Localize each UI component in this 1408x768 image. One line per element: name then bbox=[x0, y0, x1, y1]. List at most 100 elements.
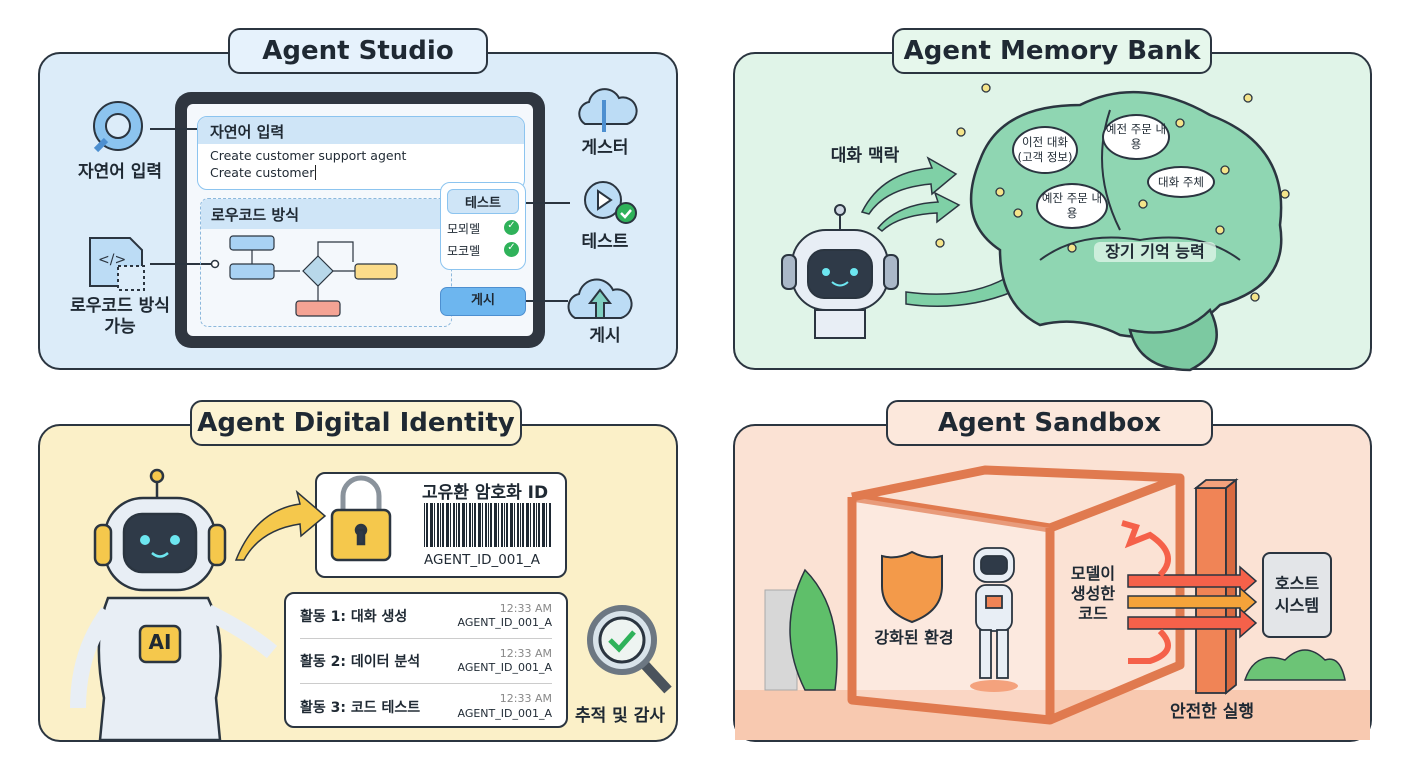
magnifier-check-icon bbox=[587, 605, 672, 694]
barcode bbox=[424, 503, 551, 547]
context-label: 대화 맥락 bbox=[830, 146, 900, 166]
barcode-bar bbox=[514, 503, 515, 547]
barcode-bar bbox=[501, 503, 503, 547]
activity-agent-id: AGENT_ID_001_A bbox=[457, 616, 553, 629]
long-term-memory-label: 장기 기억 능력 bbox=[1094, 242, 1216, 262]
barcode-bar bbox=[466, 503, 467, 547]
lowcode-flowchart bbox=[229, 235, 398, 317]
barcode-bar bbox=[472, 503, 473, 547]
crypto-id-code: AGENT_ID_001_A bbox=[424, 552, 540, 568]
agent-studio-title: Agent Studio bbox=[228, 28, 488, 74]
barcode-bar bbox=[517, 503, 519, 547]
barcode-bar bbox=[494, 503, 497, 547]
barcode-bar bbox=[549, 503, 551, 547]
barcode-bar bbox=[474, 503, 476, 547]
barcode-bar bbox=[456, 503, 457, 547]
barcode-bar bbox=[442, 503, 444, 547]
padlock-icon bbox=[330, 475, 392, 562]
barcode-bar bbox=[453, 503, 455, 547]
barcode-bar bbox=[434, 503, 435, 547]
memory-robot bbox=[781, 204, 899, 339]
activity-text: 활동 3: 코드 테스트 bbox=[300, 699, 421, 716]
lowcode-label-line2: 가능 bbox=[104, 317, 136, 338]
agent-identity-title: Agent Digital Identity bbox=[190, 400, 522, 446]
publish-button[interactable]: 게시 bbox=[440, 287, 526, 316]
code-arrows bbox=[1121, 520, 1258, 664]
identity-robot bbox=[70, 468, 278, 742]
text-cursor bbox=[315, 165, 317, 180]
check-row-2: 모코멜 ✓ bbox=[447, 242, 519, 259]
barcode-bar bbox=[526, 503, 529, 547]
host-system-box: 호스트 시스템 bbox=[1262, 552, 1332, 638]
natural-language-input-box[interactable]: 자연어 입력 Create customer support agent Cre… bbox=[197, 116, 525, 190]
lowcode-label: 로우코드 방식 가능 bbox=[50, 296, 190, 339]
activity-agent-id: AGENT_ID_001_A bbox=[457, 706, 553, 720]
safe-execution-label: 안전한 실행 bbox=[1169, 702, 1255, 722]
barcode-bar bbox=[430, 503, 433, 547]
memory-bubble-previous-chat: 이전 대화 (고객 정보) bbox=[1012, 126, 1078, 174]
barcode-bar bbox=[490, 503, 492, 547]
barcode-bar bbox=[485, 503, 487, 547]
barcode-bar bbox=[506, 503, 508, 547]
gear-wrench-icon bbox=[93, 101, 143, 153]
barcode-bar bbox=[530, 503, 531, 547]
pointing-arrow bbox=[234, 489, 327, 561]
barcode-bar bbox=[446, 503, 449, 547]
test-panel: 테스트 모뫼멜 ✓ 모코멜 ✓ bbox=[440, 182, 526, 270]
barcode-bar bbox=[536, 503, 537, 547]
activity-meta: 12:33 AM AGENT_ID_001_A bbox=[458, 647, 553, 676]
lowcode-label-line1: 로우코드 방식 bbox=[70, 296, 170, 316]
check-icon: ✓ bbox=[504, 220, 519, 235]
input-line-2: Create customer bbox=[210, 165, 315, 180]
barcode-bar bbox=[510, 503, 513, 547]
activity-time: 12:33 AM bbox=[499, 601, 552, 615]
activity-log-card: 활동 1: 대화 생성 12:33 AM AGENT_ID_001_A 활동 2:… bbox=[284, 592, 568, 728]
barcode-bar bbox=[469, 503, 471, 547]
barcode-bar bbox=[538, 503, 540, 547]
memory-bubble-topic: 대화 주체 bbox=[1147, 166, 1215, 198]
right-label-publish: 게시 bbox=[589, 326, 621, 346]
check-label-2: 모코멜 bbox=[447, 244, 481, 258]
barcode-bar bbox=[542, 503, 545, 547]
barcode-bar bbox=[546, 503, 547, 547]
check-label-1: 모뫼멜 bbox=[447, 222, 481, 236]
context-arrows bbox=[860, 156, 1034, 308]
barcode-bar bbox=[424, 503, 425, 547]
hardened-env-label: 강화된 환경 bbox=[874, 628, 954, 647]
cloud-sync-icon bbox=[578, 88, 638, 132]
activity-text: 활동 2: 데이터 분석 bbox=[300, 654, 421, 670]
ai-badge: AI bbox=[148, 630, 172, 654]
barcode-bar bbox=[482, 503, 483, 547]
agent-memory-title: Agent Memory Bank bbox=[892, 28, 1212, 74]
svg-text:</>: </> bbox=[98, 252, 126, 268]
activity-log-row: 활동 1: 대화 생성 12:33 AM AGENT_ID_001_A bbox=[300, 594, 552, 639]
barcode-bar bbox=[462, 503, 465, 547]
cloud-upload-icon bbox=[567, 278, 633, 319]
sandbox-robot bbox=[970, 547, 1018, 692]
input-line-1: Create customer support agent bbox=[210, 148, 407, 163]
agent-sandbox-title: Agent Sandbox bbox=[886, 400, 1213, 446]
check-icon: ✓ bbox=[504, 242, 519, 257]
activity-time: 12:33 AM bbox=[499, 646, 552, 660]
lowcode-header: 로우코드 방식 bbox=[201, 199, 451, 229]
audit-label: 추적 및 감사 bbox=[574, 706, 666, 726]
barcode-bar bbox=[504, 503, 505, 547]
natural-language-label: 자연어 입력 bbox=[77, 162, 163, 182]
barcode-bar bbox=[520, 503, 521, 547]
activity-text: 활동 1: 대화 생성 bbox=[300, 609, 408, 625]
memory-bubble-past-orders: 예전 주문 내용 bbox=[1102, 114, 1170, 160]
crypto-id-title: 고유환 암호화 ID bbox=[422, 483, 549, 503]
activity-agent-id: AGENT_ID_001_A bbox=[457, 661, 553, 674]
host-system-label: 호스트 시스템 bbox=[1274, 574, 1320, 615]
barcode-bar bbox=[498, 503, 499, 547]
barcode-bar bbox=[426, 503, 428, 547]
activity-time: 12:33 AM bbox=[499, 692, 552, 706]
barcode-bar bbox=[440, 503, 441, 547]
barcode-bar bbox=[450, 503, 451, 547]
barcode-bar bbox=[437, 503, 439, 547]
input-header: 자연어 입력 bbox=[198, 117, 524, 144]
activity-meta: 12:33 AM AGENT_ID_001_A bbox=[458, 692, 553, 721]
barcode-bar bbox=[533, 503, 535, 547]
right-label-sync: 게스터 bbox=[581, 138, 629, 158]
test-button[interactable]: 테스트 bbox=[447, 189, 519, 214]
